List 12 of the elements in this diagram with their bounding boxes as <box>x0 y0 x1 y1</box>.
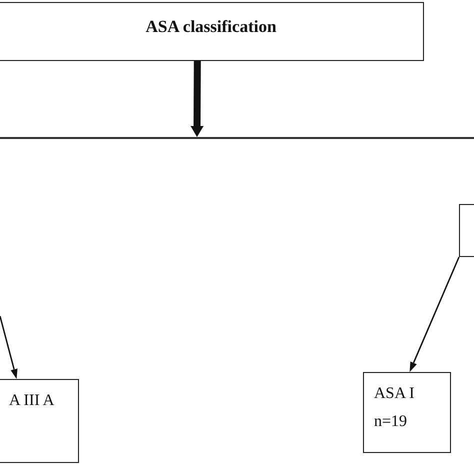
arrow <box>410 256 460 370</box>
title-box <box>0 2 424 61</box>
box-text: n=19 <box>374 413 408 431</box>
title-text: ASA classification <box>146 16 276 36</box>
group-box <box>459 204 474 257</box>
arrow <box>192 60 203 137</box>
box-text: ASA I <box>374 385 416 403</box>
divider-bar <box>0 137 474 139</box>
group-box <box>0 379 79 463</box>
group-box <box>363 372 451 453</box>
box-text: A III A <box>9 392 56 410</box>
arrow <box>0 316 18 376</box>
